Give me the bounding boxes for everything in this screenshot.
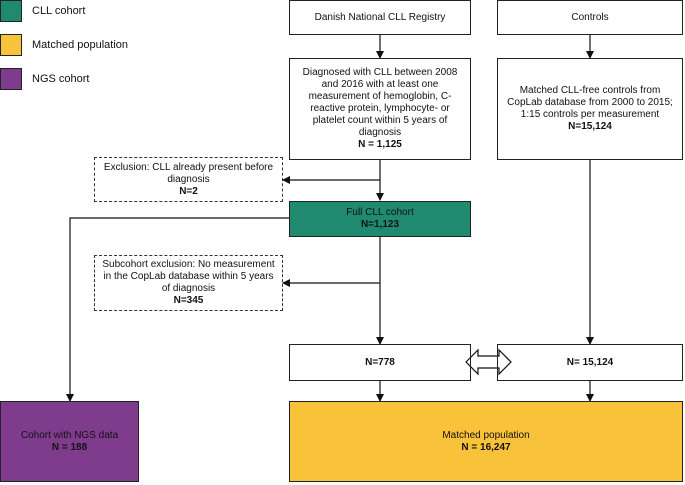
double-arrow-icon [465, 348, 512, 376]
legend-item-matched-population: Matched population [0, 34, 128, 56]
legend-label-matched: Matched population [32, 39, 129, 51]
box-subcohort-exclusion: Subcohort exclusion: No measurement in t… [94, 255, 283, 311]
box-subcohort-exclusion-count: N=345 [173, 295, 204, 306]
box-danish-registry-text: Danish National CLL Registry [314, 11, 446, 23]
box-matched-population-count: N = 16,247 [461, 441, 511, 453]
legend-label-ngs: NGS cohort [32, 73, 90, 85]
legend-item-ngs-cohort: NGS cohort [0, 68, 89, 90]
box-full-cohort-text: Full CLL cohort [346, 207, 414, 218]
box-diagnosed-text: Diagnosed with CLL between 2008 and 2016… [302, 67, 458, 138]
box-diagnosed-count: N = 1,125 [358, 139, 402, 150]
box-n778: N=778 [289, 344, 471, 381]
box-matched-population: Matched population N = 16,247 [289, 401, 683, 482]
box-exclusion: Exclusion: CLL already present before di… [94, 157, 283, 202]
box-matched-controls: Matched CLL-free controls from CopLab da… [497, 58, 683, 160]
legend-swatch-matched [0, 34, 22, 56]
box-matched-controls-text: Matched CLL-free controls from CopLab da… [507, 85, 673, 120]
box-n15124: N= 15,124 [497, 344, 683, 381]
box-controls-text: Controls [571, 11, 609, 23]
box-exclusion-count: N=2 [179, 185, 198, 197]
box-full-cll-cohort: Full CLL cohort N=1,123 [289, 201, 471, 237]
box-ngs-cohort: Cohort with NGS data N = 188 [0, 401, 139, 482]
box-n15124-count: N= 15,124 [566, 356, 614, 368]
box-full-cohort-count: N=1,123 [360, 219, 400, 230]
box-subcohort-exclusion-text: Subcohort exclusion: No measurement in t… [102, 259, 275, 294]
box-ngs-text: Cohort with NGS data [20, 429, 119, 441]
box-danish-registry: Danish National CLL Registry [289, 0, 471, 35]
legend-swatch-ngs [0, 68, 22, 90]
legend-item-cll-cohort: CLL cohort [0, 0, 85, 22]
box-n778-count: N=778 [365, 356, 395, 368]
box-exclusion-text: Exclusion: CLL already present before di… [103, 161, 274, 185]
legend-swatch-cll [0, 0, 22, 22]
box-ngs-count: N = 188 [51, 441, 88, 453]
box-diagnosed-cll: Diagnosed with CLL between 2008 and 2016… [289, 58, 471, 160]
box-matched-controls-count: N=15,124 [568, 121, 612, 132]
legend-label-cll: CLL cohort [32, 5, 86, 17]
box-controls: Controls [497, 0, 683, 35]
box-matched-population-text: Matched population [442, 429, 530, 441]
arrow-full-cohort-to-ngs [66, 217, 289, 402]
